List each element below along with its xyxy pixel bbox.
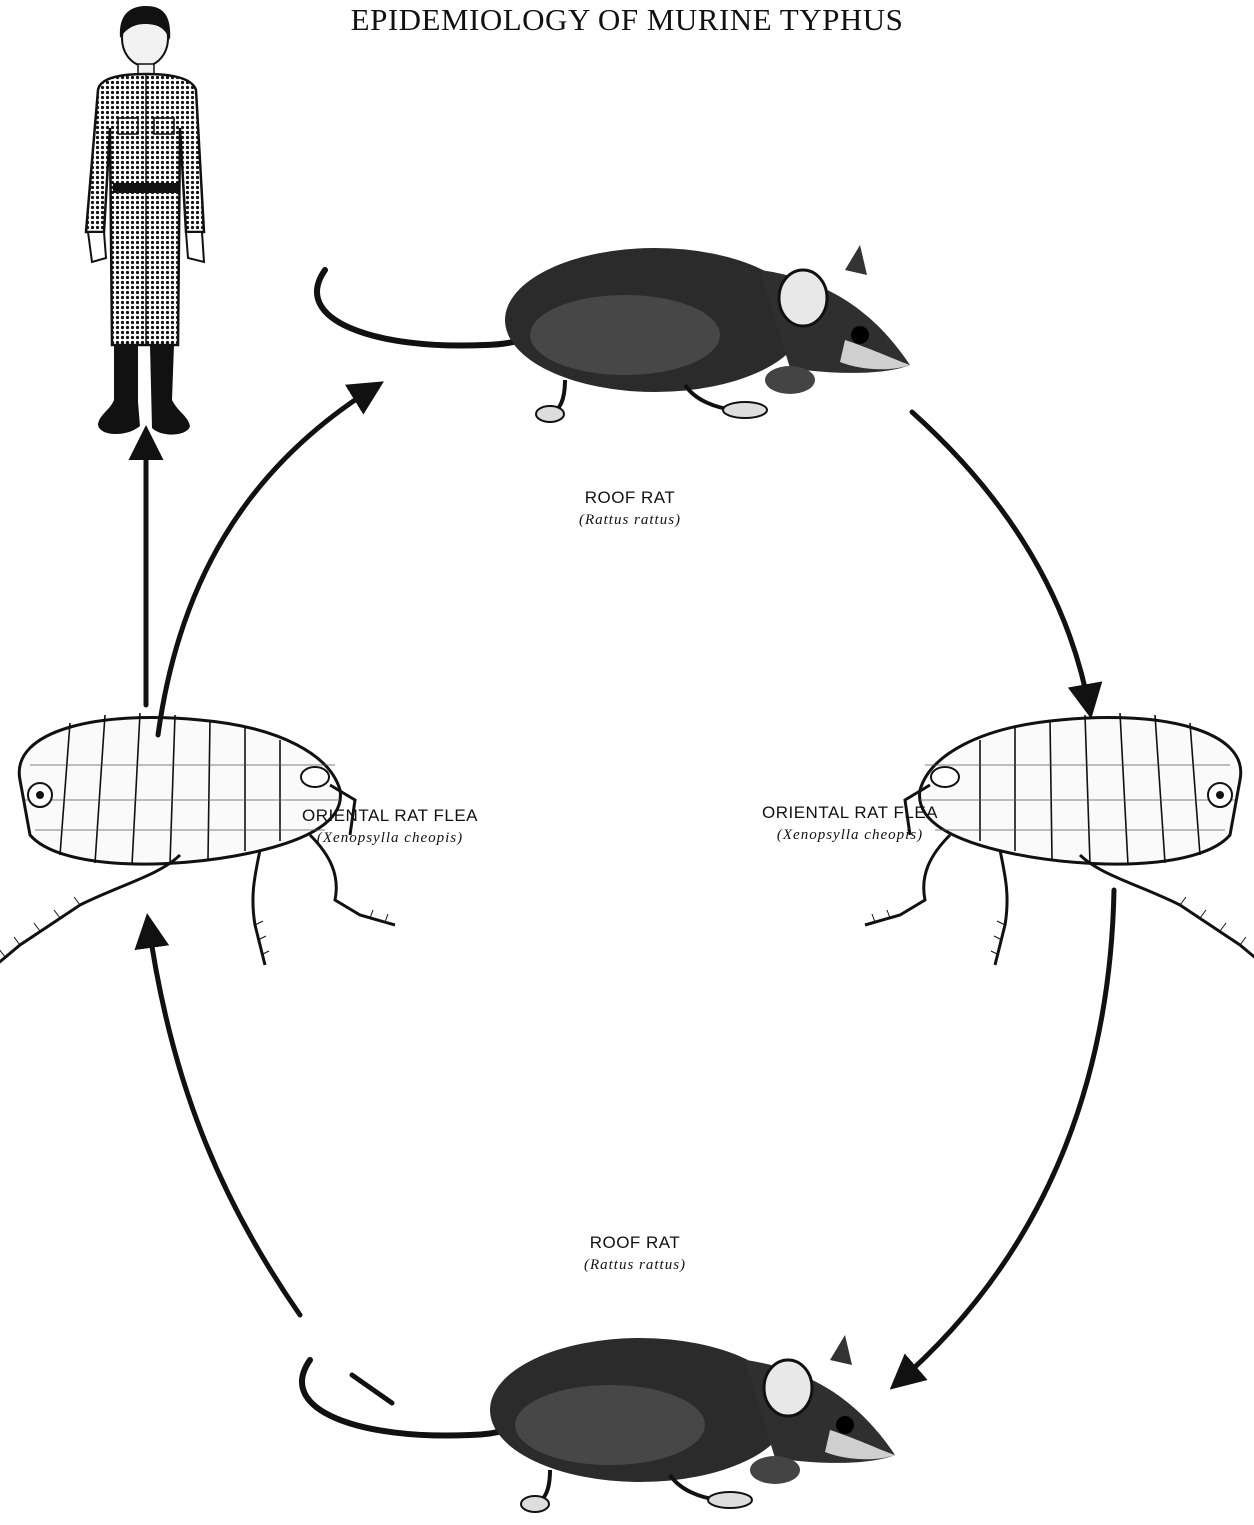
cycle-arrow (158, 385, 378, 735)
common-name: ROOF RAT (515, 1233, 755, 1253)
scientific-name: (Xenopsylla cheopis) (725, 827, 975, 844)
common-name: ROOF RAT (510, 488, 750, 508)
roof-rat-bottom-label: ROOF RAT (Rattus rattus) (515, 1233, 755, 1274)
flea-right-label: ORIENTAL RAT FLEA (Xenopsylla cheopis) (725, 803, 975, 844)
common-name: ORIENTAL RAT FLEA (725, 803, 975, 823)
flea-left-label: ORIENTAL RAT FLEA (Xenopsylla cheopis) (265, 806, 515, 847)
scientific-name: (Xenopsylla cheopis) (265, 830, 515, 847)
cycle-arrow (352, 1375, 392, 1403)
scientific-name: (Rattus rattus) (510, 512, 750, 529)
cycle-arrow (912, 412, 1090, 712)
rat-illustration (317, 245, 910, 422)
cycle-arrow (895, 890, 1114, 1385)
scientific-name: (Rattus rattus) (515, 1257, 755, 1274)
common-name: ORIENTAL RAT FLEA (265, 806, 515, 826)
roof-rat-top-label: ROOF RAT (Rattus rattus) (510, 488, 750, 529)
soldier-figure (86, 6, 204, 435)
rat-illustration (302, 1335, 895, 1512)
cycle-arrow (148, 920, 300, 1315)
